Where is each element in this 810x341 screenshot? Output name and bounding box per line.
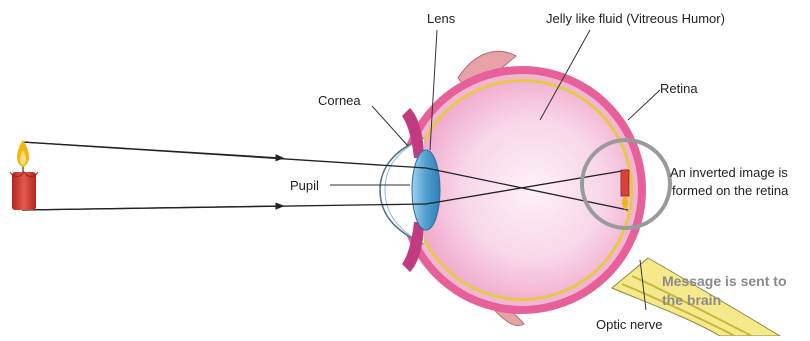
label-pupil: Pupil [290,177,319,194]
label-message-line2: the brain [662,291,721,309]
label-inverted-line1: An inverted image is [670,164,788,181]
inverted-image [621,170,629,210]
label-optic-nerve: Optic nerve [596,316,662,333]
label-lens: Lens [427,10,455,27]
lens-shape [412,150,440,230]
label-retina: Retina [660,80,698,97]
cornea-leader [372,106,408,146]
retina-leader [628,90,660,120]
label-cornea: Cornea [318,92,361,109]
label-vitreous: Jelly like fluid (Vitreous Humor) [546,10,725,27]
label-message-line1: Message is sent to [662,272,787,290]
label-inverted-line2: formed on the retina [672,182,788,199]
candle [10,140,38,210]
